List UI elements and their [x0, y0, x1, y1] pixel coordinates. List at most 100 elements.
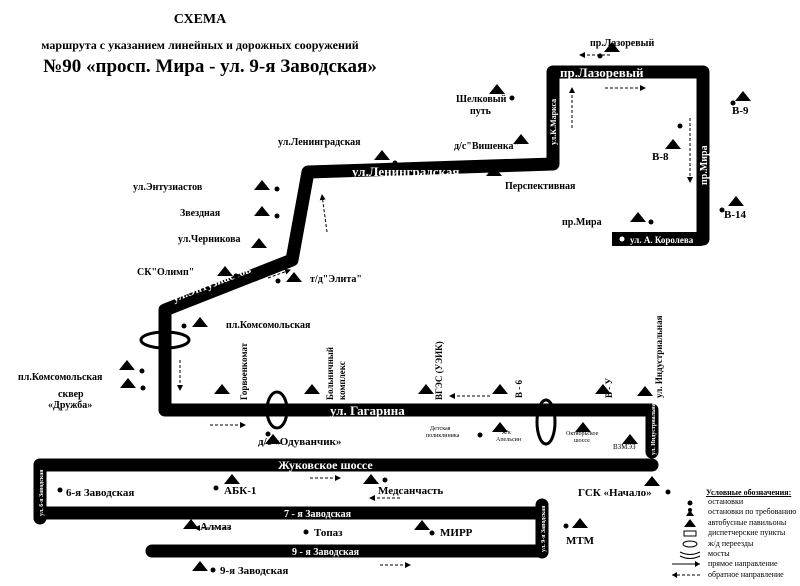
- legend-label-stops: остановки: [708, 497, 744, 506]
- stop-vges: ВГЭС (УЭИК): [434, 341, 444, 400]
- stop-almaz: Алмаз: [200, 521, 232, 533]
- stop-oduvanchik: д/с «Одуванчик»: [258, 436, 341, 448]
- crossing-gagarina-left: [265, 390, 289, 430]
- koroleva-box: [612, 232, 702, 246]
- label-mira: пр.Мира: [699, 145, 710, 185]
- legend-symbol-dispatch: [683, 530, 697, 537]
- rail-crossings: [139, 330, 557, 446]
- label-zavodskaya9: 9 - я Заводская: [292, 547, 360, 558]
- stop-mtm: МТМ: [566, 535, 595, 547]
- stop-chernikova: ул.Черникова: [178, 234, 241, 245]
- stop-shelkovy-line1: Шелковый: [456, 94, 507, 105]
- legend-row-forward: прямое направление: [668, 559, 800, 569]
- stop-elita: т/д"Элита": [310, 274, 362, 285]
- route-name: №90 «просп. Мира - ул. 9-я Заводская»: [43, 56, 377, 77]
- stop-apelsin-line1: ж/к: [501, 430, 511, 436]
- stop-zavodskaya6: 6-я Заводская: [66, 487, 134, 499]
- stop-gsk-nachalo: ГСК «Начало»: [578, 487, 652, 499]
- stop-b6: В - 6: [514, 380, 524, 399]
- label-lazorevy: пр.Лазоревый: [560, 65, 644, 80]
- stop-skver-line2: «Дружба»: [48, 400, 92, 411]
- legend-symbol-request: [686, 508, 694, 517]
- legend-row-pavilions: автобусные павильоны: [668, 518, 800, 528]
- stop-detskaya-line1: Детская: [430, 426, 451, 432]
- stop-komsomolskaya-left: пл.Комсомольская: [18, 372, 103, 383]
- stop-apelsin-line2: Апельсин: [496, 437, 522, 443]
- stop-bolnichny-line1: Больничный: [325, 347, 335, 400]
- legend-row-stops: остановки: [668, 497, 800, 507]
- crossing-gagarina-right: [535, 398, 557, 446]
- crossing-komsomolskaya: [139, 330, 191, 350]
- stop-v9: В-9: [732, 105, 749, 117]
- scheme-title: СХЕМА: [173, 12, 227, 27]
- stop-entuziastov: ул.Энтузиастов: [133, 182, 203, 193]
- stop-vzmez: ВЗМЭЗ: [613, 443, 636, 451]
- label-gagarina: ул. Гагарина: [330, 403, 405, 418]
- legend-row-dispatch: диспетчерские пункты: [668, 528, 800, 538]
- stop-vishenka: д/с"Вишенка": [454, 141, 519, 152]
- legend-row-request: остановки по требованию: [668, 507, 800, 517]
- legend-title: Условные обозначения:: [706, 488, 792, 497]
- label-zavodskaya6-vert: ул. 6-я Заводская: [39, 469, 45, 516]
- stop-medsanchast: Медсанчасть: [378, 485, 443, 497]
- stop-bolnichny-line2: комплекс: [337, 361, 347, 400]
- stop-industrialnaya: ул. Индустриальная: [654, 315, 664, 398]
- legend-label-dispatch: диспетчерские пункты: [708, 528, 786, 538]
- label-zhukovskoe: Жуковское шоссе: [278, 458, 373, 472]
- stop-topaz: Топаз: [314, 527, 343, 539]
- direction-arrows: [177, 52, 693, 568]
- stop-v14: В-14: [724, 209, 747, 221]
- legend-symbol-dot: [687, 500, 693, 506]
- stop-leningradskaya: ул.Ленинградская: [278, 137, 361, 148]
- legend-label-railway: ж/д переезды: [708, 538, 754, 548]
- label-leningradskaya: ул.Ленинградская: [352, 164, 459, 179]
- stop-oktyabrskoe-line2: шоссе: [574, 438, 590, 444]
- stop-skver-line1: сквер: [58, 389, 84, 400]
- road-network: [33, 65, 710, 559]
- stop-zvezdnaya: Звездная: [180, 208, 221, 219]
- stop-markers: [57, 42, 751, 573]
- label-koroleva: ул. А. Королева: [630, 235, 694, 245]
- legend-symbol-reverse-arrow: [672, 571, 700, 578]
- stop-vu: В - У: [604, 378, 614, 399]
- stop-abk: АБК-1: [224, 485, 256, 497]
- legend-label-forward: прямое направление: [708, 559, 778, 569]
- scheme-subtitle: маршрута с указанием линейных и дорожных…: [41, 38, 359, 52]
- stop-oktyabrskoe-line1: Октябрьское: [566, 430, 599, 437]
- road-main-route: [158, 65, 710, 459]
- stop-komsomolskaya: пл.Комсомольская: [226, 320, 311, 331]
- legend-symbol-triangle: [684, 518, 696, 527]
- legend-row-reverse: обратное направление: [668, 570, 800, 580]
- stop-skver-druzhba: сквер«Дружба»: [48, 389, 92, 411]
- stop-detskaya-line2: поликлиника: [426, 433, 460, 439]
- stop-sk-olimp: СК"Олимп": [137, 267, 194, 278]
- stop-gorvoenkomat: Горвоенкомат: [239, 342, 249, 400]
- legend-row-bridges: мосты: [668, 549, 800, 559]
- label-industrialnaya-vert: ул. Индустриальная: [651, 399, 657, 455]
- label-marks: ул.К.Маркса: [549, 99, 558, 145]
- legend-row-railway: ж/д переезды: [668, 539, 800, 549]
- stop-shelkovy-line2: путь: [470, 106, 492, 117]
- stop-mira: пр.Мира: [562, 217, 602, 228]
- legend-symbol-railway: [682, 540, 698, 548]
- label-zavodskaya7: 7 - я Заводская: [284, 509, 352, 520]
- street-labels: пр.Лазоревый ул.К.Маркса пр.Мира ул.Лени…: [39, 65, 710, 558]
- stop-mirr: МИРР: [440, 527, 473, 539]
- stop-v8: В-8: [652, 151, 669, 163]
- label-zavodskaya-right-vert: ул. 9-я Заводская: [541, 505, 547, 552]
- legend-label-reverse: обратное направление: [708, 569, 784, 579]
- stop-lazorevy-top: пр.Лазоревый: [590, 38, 654, 49]
- legend-label-bridges: мосты: [708, 548, 730, 558]
- legend: Условные обозначения: остановки остановк…: [668, 488, 800, 580]
- legend-label-request: остановки по требованию: [708, 507, 797, 517]
- legend-symbol-bridge: [679, 551, 701, 559]
- stop-perspektivnaya: Перспективная: [505, 181, 576, 192]
